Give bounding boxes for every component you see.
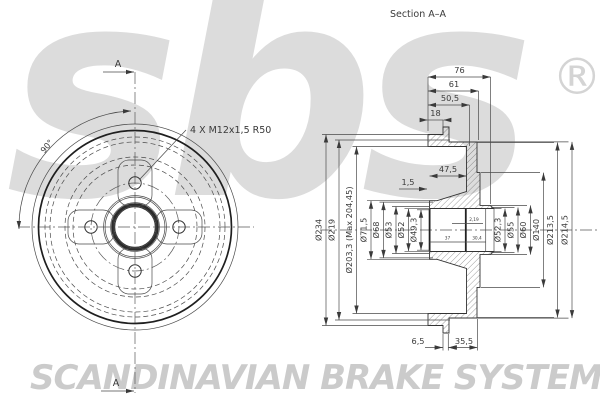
angle-label: 90° bbox=[38, 137, 55, 155]
dia-68: Ø68 bbox=[371, 222, 381, 239]
bore-depth-right-dim: 30,4 bbox=[472, 236, 482, 242]
bore-depth-left-dim: 37 bbox=[445, 236, 451, 242]
dim-61: 61 bbox=[449, 79, 459, 89]
dim-50-5: 50,5 bbox=[441, 93, 459, 103]
dia-60: Ø60 bbox=[518, 222, 528, 239]
bolt-pattern-label: 4 X M12x1,5 R50 bbox=[190, 125, 271, 136]
registered-trademark-icon: ® bbox=[552, 48, 600, 106]
dim-6-5: 6,5 bbox=[411, 336, 424, 346]
dia-71-5: Ø71,5 bbox=[359, 218, 369, 243]
section-marker-top-label: A bbox=[115, 59, 122, 70]
section-view: Section A–A 2,19 37 30,4 bbox=[314, 9, 597, 351]
section-marker-bottom: A bbox=[101, 378, 134, 394]
section-marker-bottom-label: A bbox=[113, 378, 120, 389]
dia-53: Ø53 bbox=[384, 222, 394, 239]
dia-203-3: Ø203,3 (Max 204,45) bbox=[344, 186, 354, 273]
bottom-dimensions: 6,5 35,5 bbox=[411, 319, 478, 351]
dia-140: Ø140 bbox=[531, 219, 541, 241]
drum-section-bottom bbox=[427, 251, 496, 334]
right-diameter-dimensions: Ø52,3 Ø55 Ø60 Ø140 Ø213,5 Ø214,5 bbox=[477, 141, 575, 319]
bore-groove-dim: 2,19 bbox=[469, 217, 479, 223]
dia-52: Ø52 bbox=[396, 222, 406, 239]
top-dimensions: 76 61 50,5 18 bbox=[419, 65, 491, 204]
section-title: Section A–A bbox=[390, 9, 447, 20]
dia-213-5: Ø213,5 bbox=[545, 215, 555, 245]
dia-55: Ø55 bbox=[506, 222, 516, 239]
dim-76: 76 bbox=[454, 65, 464, 75]
dim-35-5: 35,5 bbox=[455, 336, 473, 346]
dim-47-5: 47,5 bbox=[439, 164, 457, 174]
dim-18: 18 bbox=[430, 108, 440, 118]
dia-49-3: Ø49,3 bbox=[409, 218, 419, 243]
section-marker-top: A bbox=[103, 59, 134, 75]
dia-52-3: Ø52,3 bbox=[493, 218, 503, 243]
dia-234: Ø234 bbox=[314, 219, 324, 241]
front-view: 90° 4 X M12x1,5 R50 A A bbox=[16, 59, 271, 394]
dia-214-5: Ø214,5 bbox=[560, 215, 570, 245]
dim-1-5: 1,5 bbox=[401, 177, 414, 187]
left-diameter-dimensions: Ø234 Ø219 Ø203,3 (Max 204,45) Ø71,5 Ø68 … bbox=[314, 134, 450, 326]
hub-bore-details: 2,19 37 30,4 bbox=[428, 208, 495, 252]
dia-219: Ø219 bbox=[327, 219, 337, 241]
interior-dimensions: 47,5 1,5 bbox=[399, 164, 467, 192]
